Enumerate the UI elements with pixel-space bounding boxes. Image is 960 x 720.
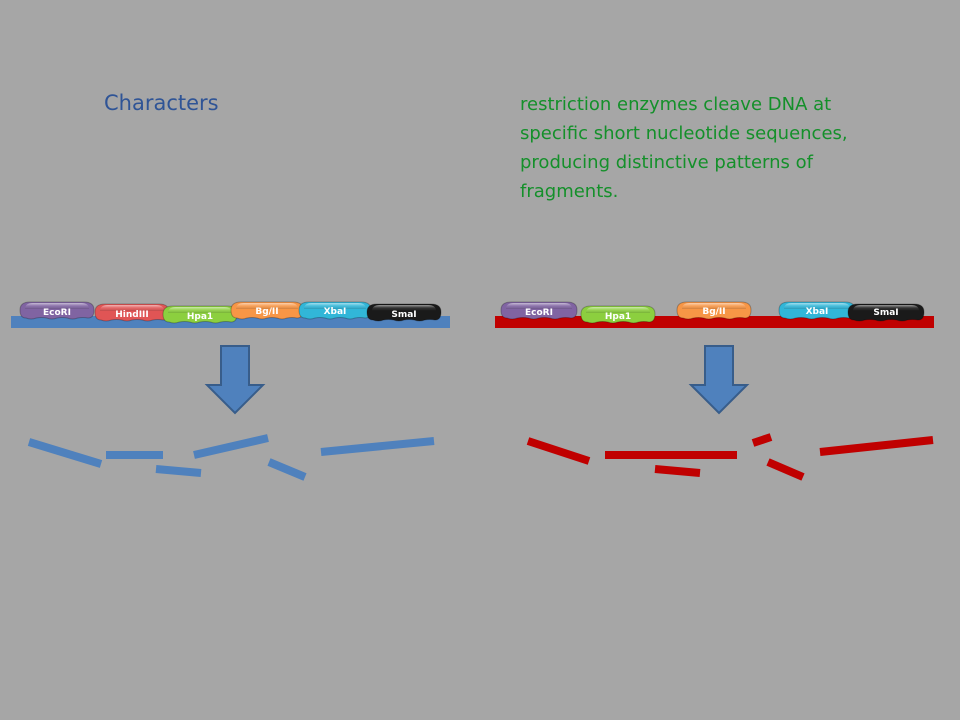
enzyme-smai: SmaI: [366, 303, 442, 322]
right-fragment: [654, 465, 701, 477]
enzyme-bglii-label: Bg/II: [255, 307, 278, 317]
enzyme-xbai-label: XbaI: [324, 307, 347, 317]
enzyme-ecori-gloss: [25, 303, 89, 309]
enzyme-bglii-right-gloss: [682, 303, 746, 309]
enzyme-bglii: Bg/II: [230, 301, 304, 320]
enzyme-hindiii-gloss: [100, 305, 164, 311]
enzyme-xbai-right-gloss: [784, 303, 850, 309]
enzyme-ecori-right-gloss: [506, 303, 572, 309]
enzyme-smai-gloss: [372, 305, 436, 311]
enzyme-xbai: XbaI: [298, 301, 372, 320]
enzyme-hindiii-label: HindIII: [115, 310, 149, 320]
right-fragment: [751, 433, 773, 447]
enzyme-ecori-right-label: EcoRI: [525, 308, 553, 318]
enzyme-bglii-right: Bg/II: [676, 301, 752, 320]
enzyme-bglii-gloss: [236, 303, 298, 309]
enzyme-ecori-label: EcoRI: [43, 308, 71, 318]
right-fragment: [766, 458, 805, 481]
right-down-arrow: [688, 345, 750, 415]
page-title: Characters: [104, 91, 219, 115]
enzyme-smai-right-label: SmaI: [873, 308, 898, 318]
enzyme-xbai-right: XbaI: [778, 301, 856, 320]
left-fragment: [27, 438, 103, 468]
right-fragment: [819, 436, 934, 456]
enzyme-hpa1-right-gloss: [586, 307, 650, 313]
enzyme-hpa1-right-label: Hpa1: [605, 312, 631, 322]
enzyme-hpa1-gloss: [168, 307, 232, 313]
right-fragments: [526, 433, 934, 481]
enzyme-hpa1: Hpa1: [162, 305, 238, 324]
enzyme-hindiii: HindIII: [94, 303, 170, 322]
left-fragment: [267, 458, 307, 481]
enzyme-xbai-gloss: [304, 303, 366, 309]
enzyme-ecori-right: EcoRI: [500, 301, 578, 320]
enzyme-bglii-right-label: Bg/II: [702, 307, 725, 317]
left-fragment: [193, 434, 269, 459]
enzyme-smai-right-gloss: [853, 305, 919, 311]
enzyme-smai-label: SmaI: [391, 310, 416, 320]
left-down-arrow: [204, 345, 266, 415]
description-text: restriction enzymes cleave DNA at specif…: [520, 94, 848, 202]
enzyme-ecori: EcoRI: [19, 301, 95, 320]
left-fragment: [320, 437, 435, 456]
enzyme-smai-right: SmaI: [847, 303, 925, 322]
enzyme-xbai-right-label: XbaI: [806, 307, 829, 317]
enzyme-hpa1-label: Hpa1: [187, 312, 213, 322]
left-fragments: [27, 434, 435, 481]
enzyme-hpa1-right: Hpa1: [580, 305, 656, 324]
right-fragment: [526, 437, 591, 465]
left-fragment: [155, 465, 202, 477]
